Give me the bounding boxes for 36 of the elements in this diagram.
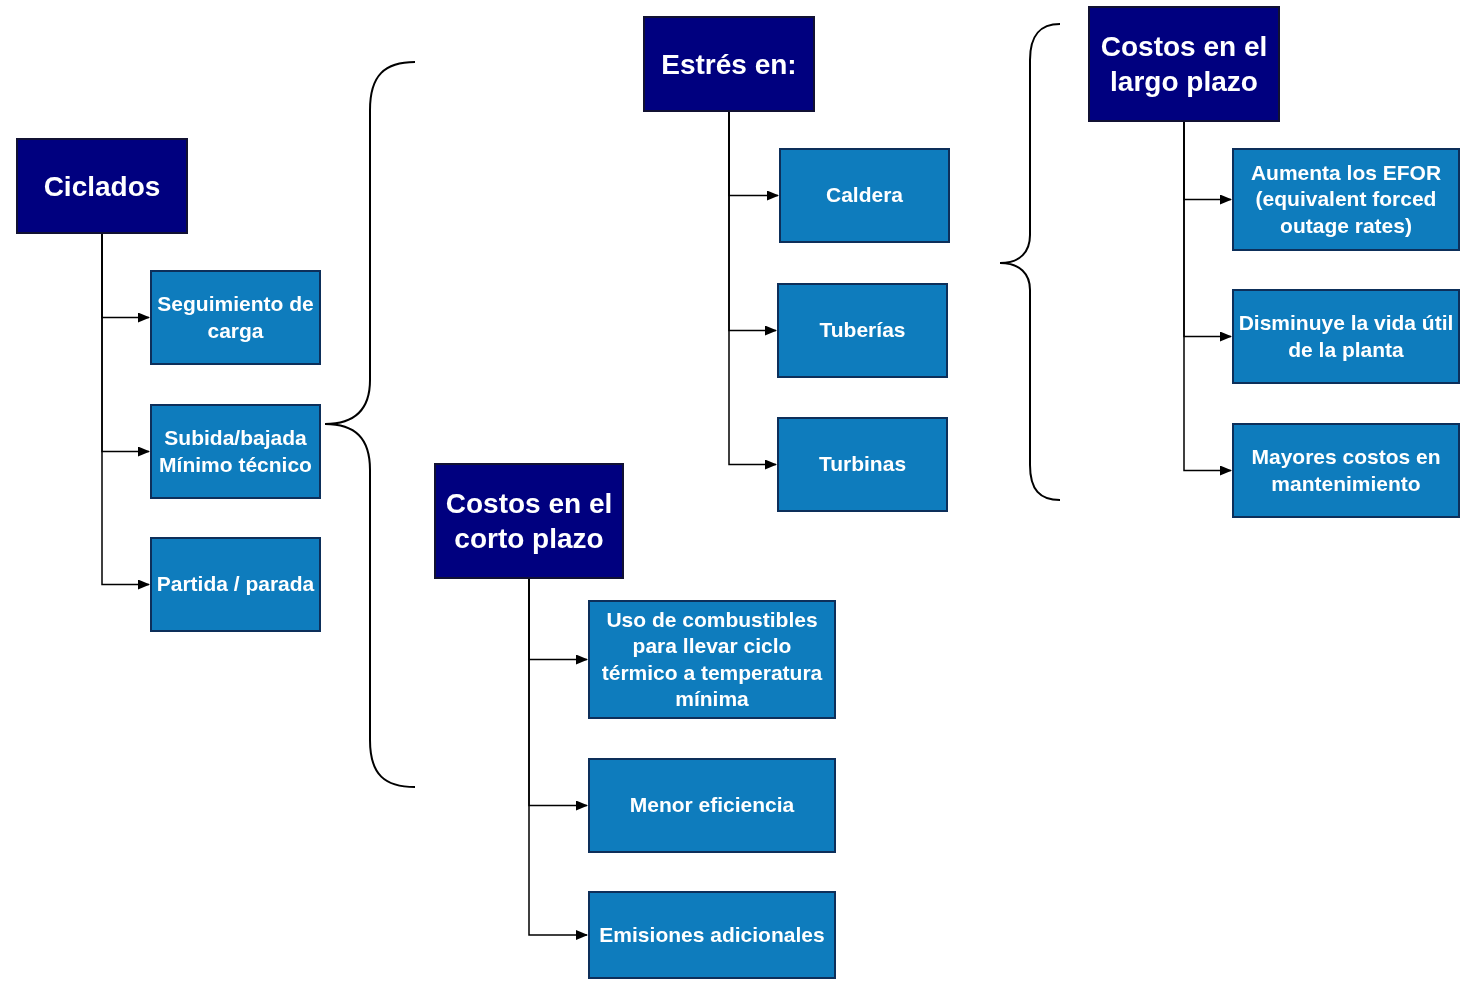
arrow [528, 578, 588, 940]
node-text: Menor eficiencia [629, 792, 795, 819]
process-box [150, 270, 321, 365]
process-box [588, 758, 836, 853]
process-box [1232, 423, 1460, 518]
node-text: Costos en el largo plazo [1099, 30, 1269, 99]
process-box [777, 283, 948, 378]
heading-box [434, 463, 624, 579]
arrow [1183, 121, 1232, 476]
node-text: Costos en el corto plazo [444, 487, 614, 556]
process-box [1232, 289, 1460, 384]
process-box [588, 600, 836, 719]
heading-box [643, 16, 815, 112]
process-box [1232, 148, 1460, 251]
node-text: Aumenta los EFOR (equivalent forced outage rates) [1249, 160, 1443, 239]
node-text: Seguimiento de carga [156, 291, 315, 344]
process-box [777, 417, 948, 512]
node-text: Turbinas [818, 451, 907, 478]
heading-box [1088, 6, 1280, 122]
heading-box [16, 138, 188, 234]
node-text: Disminuye la vida útil de la planta [1238, 310, 1454, 363]
node-text: Partida / parada [156, 571, 315, 598]
arrow [101, 233, 150, 590]
node-text: Uso de combustibles para llevar ciclo térmico a temperatura mínima [600, 607, 824, 712]
node-text: Mayores costos en mantenimiento [1250, 444, 1442, 497]
node-text: Subida/bajada Mínimo técnico [158, 425, 313, 478]
node-text: Emisiones adicionales [599, 921, 825, 948]
process-box [588, 891, 836, 979]
node-text: Estrés en: [661, 47, 797, 82]
process-box [779, 148, 950, 243]
node-text: Caldera [825, 182, 903, 209]
process-box [150, 404, 321, 499]
arrow [728, 111, 777, 470]
process-box [150, 537, 321, 632]
node-text: Ciclados [43, 169, 161, 204]
node-text: Tuberías [819, 317, 906, 344]
